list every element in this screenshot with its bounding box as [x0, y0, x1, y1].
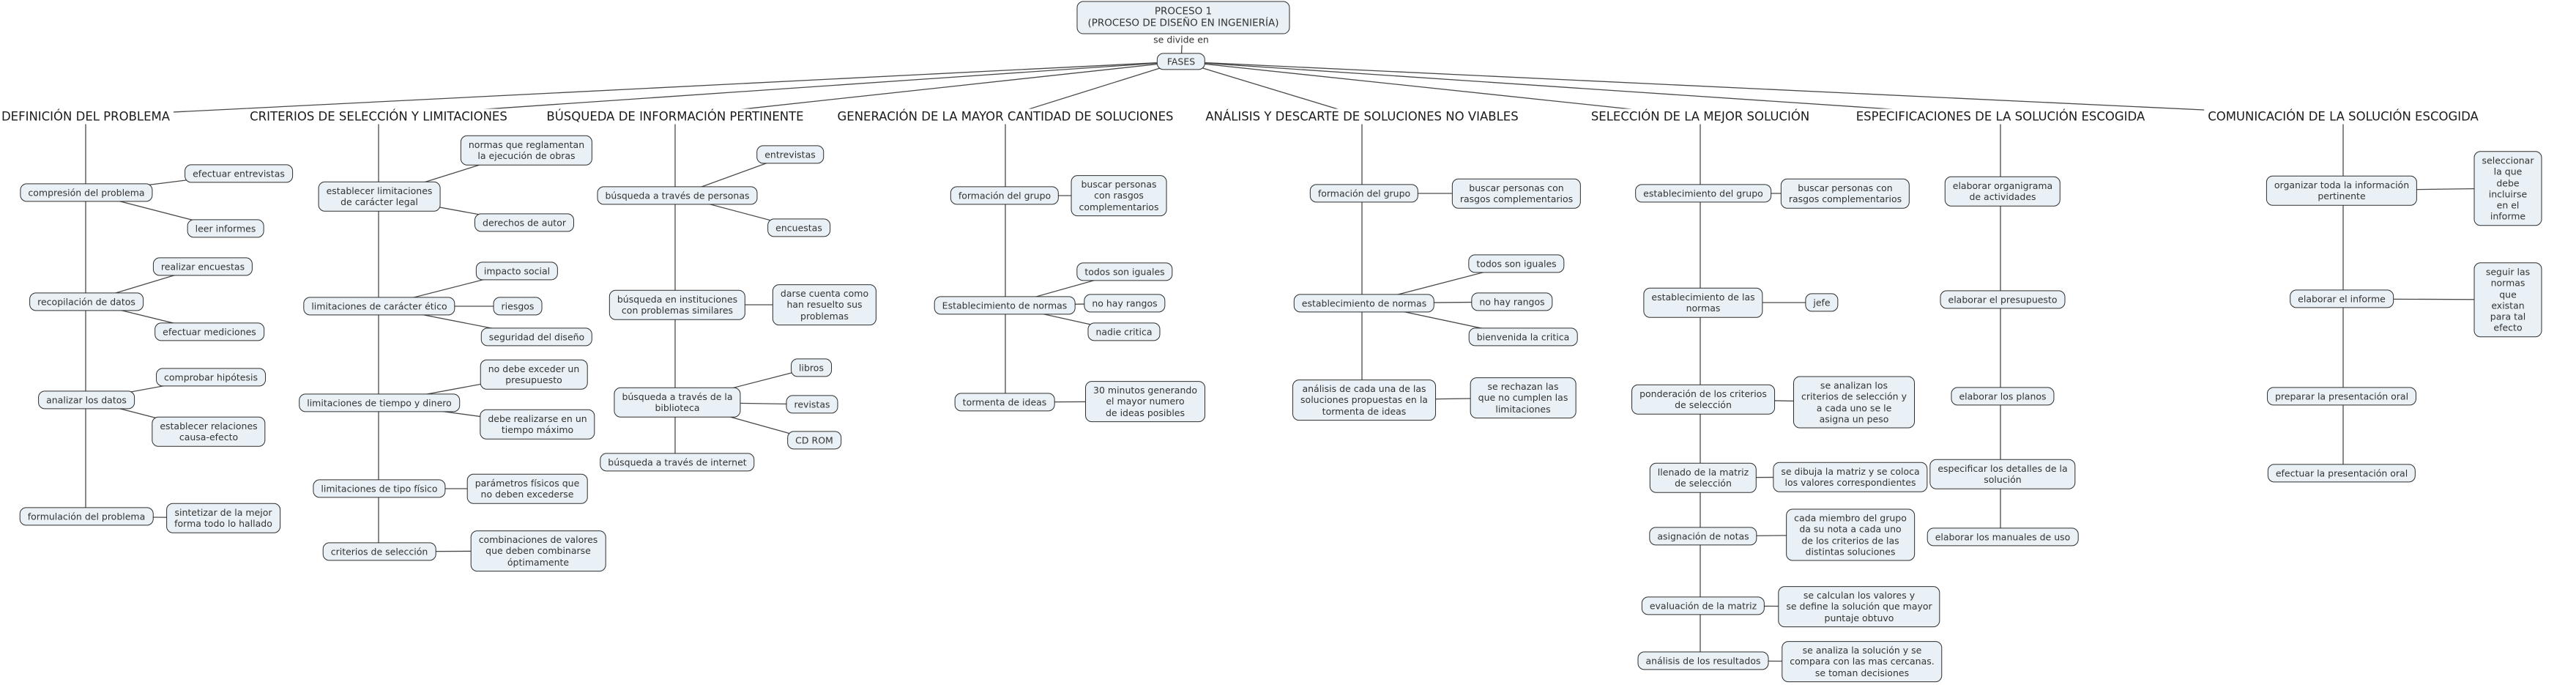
concept-node[interactable]: elaborar el informe: [2290, 289, 2394, 308]
concept-node[interactable]: especificar los detalles de la solución: [1929, 459, 2076, 489]
connector-line: [378, 61, 1182, 117]
linking-phrase-label: se divide en: [1150, 34, 1212, 45]
sub-node[interactable]: buscar personas con rasgos complementari…: [1071, 175, 1167, 216]
connector-line: [1180, 61, 1701, 117]
connector-line: [674, 61, 1182, 117]
sub-node[interactable]: se analiza la solución y se compara con …: [1782, 641, 1943, 682]
concept-node[interactable]: establecimiento de las normas: [1643, 287, 1763, 318]
sub-node[interactable]: todos son iguales: [1076, 262, 1173, 281]
sub-node[interactable]: combinaciones de valores que deben combi…: [470, 530, 606, 571]
phase-header-8: COMUNICACIÓN DE LA SOLUCIÓN ESCOGIDA: [2204, 108, 2482, 125]
phase-header-6: SELECCIÓN DE LA MEJOR SOLUCIÓN: [1587, 108, 1814, 125]
sub-node[interactable]: se calculan los valores y se define la s…: [1778, 586, 1940, 627]
sub-node[interactable]: efectuar entrevistas: [185, 164, 293, 183]
concept-node[interactable]: limitaciones de carácter ético: [303, 297, 455, 316]
sub-node[interactable]: seguir las normas que existan para tal e…: [2473, 262, 2542, 337]
concept-node[interactable]: organizar toda la información pertinente: [2266, 175, 2418, 206]
sub-node[interactable]: nadie critica: [1087, 322, 1161, 341]
connector-line: [1180, 61, 1363, 117]
concept-node[interactable]: tormenta de ideas: [954, 393, 1055, 412]
phase-header-3: BÚSQUEDA DE INFORMACIÓN PERTINENTE: [543, 108, 808, 125]
concept-node[interactable]: ponderación de los criterios de selecció…: [1631, 384, 1775, 415]
sub-node[interactable]: darse cuenta como han resuelto sus probl…: [772, 284, 877, 325]
concept-node[interactable]: búsqueda a través de la biblioteca: [614, 387, 741, 418]
phase-header-1: DEFINICIÓN DEL PROBLEMA: [0, 108, 174, 125]
sub-node[interactable]: leer informes: [187, 219, 264, 238]
sub-node[interactable]: 30 minutos generando el mayor numero de …: [1085, 381, 1205, 422]
sub-node[interactable]: efectuar mediciones: [155, 322, 264, 341]
concept-node[interactable]: recopilación de datos: [29, 292, 144, 311]
concept-node[interactable]: análisis de los resultados: [1637, 651, 1769, 670]
sub-node[interactable]: parámetros físicos que no deben exceders…: [466, 473, 588, 504]
phase-header-2: CRITERIOS DE SELECCIÓN Y LIMITACIONES: [246, 108, 511, 125]
sub-node[interactable]: cada miembro del grupo da su nota a cada…: [1786, 508, 1915, 561]
sub-node[interactable]: todos son iguales: [1468, 254, 1565, 273]
sub-node[interactable]: sintetizar de la mejor forma todo lo hal…: [166, 503, 280, 533]
connector-line: [85, 61, 1182, 117]
concept-node[interactable]: análisis de cada una de las soluciones p…: [1292, 379, 1436, 421]
sub-node[interactable]: encuestas: [767, 218, 830, 237]
concept-node[interactable]: compresión del problema: [20, 183, 153, 202]
concept-node[interactable]: elaborar los manuales de uso: [1927, 527, 2079, 547]
concept-node[interactable]: llenado de la matriz de selección: [1649, 462, 1757, 493]
sub-node[interactable]: impacto social: [475, 262, 559, 281]
sub-node[interactable]: entrevistas: [756, 145, 824, 164]
sub-node[interactable]: se analizan los criterios de selección y…: [1793, 376, 1915, 429]
sub-node[interactable]: seleccionar la que debe incluirse en el …: [2473, 151, 2542, 226]
concept-node[interactable]: búsqueda a través de personas: [597, 186, 758, 205]
concept-node[interactable]: establecimiento de normas: [1293, 294, 1435, 313]
concept-node[interactable]: Establecimiento de normas: [934, 296, 1076, 315]
concept-node[interactable]: búsqueda a través de internet: [600, 453, 755, 472]
sub-node[interactable]: se dibuja la matriz y se coloca los valo…: [1773, 462, 1928, 492]
concept-node[interactable]: evaluación de la matriz: [1641, 596, 1765, 615]
phase-header-5: ANÁLISIS Y DESCARTE DE SOLUCIONES NO VIA…: [1202, 108, 1522, 125]
sub-node[interactable]: realizar encuestas: [152, 257, 253, 276]
concept-node[interactable]: asignación de notas: [1649, 527, 1757, 546]
fases-node[interactable]: FASES: [1156, 53, 1206, 70]
concept-node[interactable]: establecimiento del grupo: [1635, 184, 1771, 203]
concept-node[interactable]: formación del grupo: [950, 186, 1060, 205]
sub-node[interactable]: jefe: [1805, 293, 1839, 312]
concept-node[interactable]: elaborar los planos: [1951, 387, 2055, 406]
concept-node[interactable]: búsqueda en instituciones con problemas …: [608, 289, 746, 320]
sub-node[interactable]: no hay rangos: [1471, 292, 1553, 311]
concept-node[interactable]: efectuar la presentación oral: [2267, 464, 2416, 483]
phase-header-7: ESPECIFICACIONES DE LA SOLUCIÓN ESCOGIDA: [1852, 108, 2149, 125]
concept-node[interactable]: elaborar el presupuesto: [1940, 290, 2066, 309]
concept-node[interactable]: preparar la presentación oral: [2266, 387, 2417, 406]
connector-line: [1005, 61, 1182, 117]
sub-node[interactable]: debe realizarse en un tiempo máximo: [480, 409, 595, 440]
sub-node[interactable]: riesgos: [493, 297, 543, 316]
phase-header-4: GENERACIÓN DE LA MAYOR CANTIDAD DE SOLUC…: [833, 108, 1177, 125]
concept-node[interactable]: formulación del problema: [19, 507, 154, 526]
concept-node[interactable]: establecer limitaciones de carácter lega…: [318, 181, 441, 212]
sub-node[interactable]: buscar personas con rasgos complementari…: [1451, 178, 1582, 209]
sub-node[interactable]: derechos de autor: [474, 213, 574, 232]
root-node[interactable]: PROCESO 1 (PROCESO DE DISEÑO EN INGENIER…: [1076, 1, 1290, 34]
concept-node[interactable]: elaborar organigrama de actividades: [1944, 176, 2061, 207]
sub-node[interactable]: establecer relaciones causa-efecto: [152, 416, 266, 447]
concept-node[interactable]: limitaciones de tiempo y dinero: [299, 393, 460, 412]
sub-node[interactable]: comprobar hipótesis: [156, 368, 266, 387]
sub-node[interactable]: buscar personas con rasgos complementari…: [1780, 178, 1910, 209]
sub-node[interactable]: libros: [791, 358, 832, 377]
concept-node[interactable]: formación del grupo: [1309, 184, 1419, 203]
concept-node[interactable]: limitaciones de tipo físico: [313, 479, 446, 498]
sub-node[interactable]: CD ROM: [787, 431, 841, 450]
sub-node[interactable]: bienvenida la critica: [1468, 327, 1578, 347]
sub-node[interactable]: no hay rangos: [1084, 294, 1166, 313]
sub-node[interactable]: normas que reglamentan la ejecución de o…: [460, 135, 593, 166]
concept-node[interactable]: analizar los datos: [38, 390, 135, 410]
sub-node[interactable]: se rechazan las que no cumplen las limit…: [1470, 377, 1577, 418]
sub-node[interactable]: no debe exceder un presupuesto: [480, 359, 588, 390]
sub-node[interactable]: revistas: [786, 395, 838, 414]
sub-node[interactable]: seguridad del diseño: [480, 327, 593, 347]
connector-line: [1180, 61, 2001, 117]
connector-line: [1180, 61, 2344, 117]
concept-node[interactable]: criterios de selección: [322, 542, 436, 561]
